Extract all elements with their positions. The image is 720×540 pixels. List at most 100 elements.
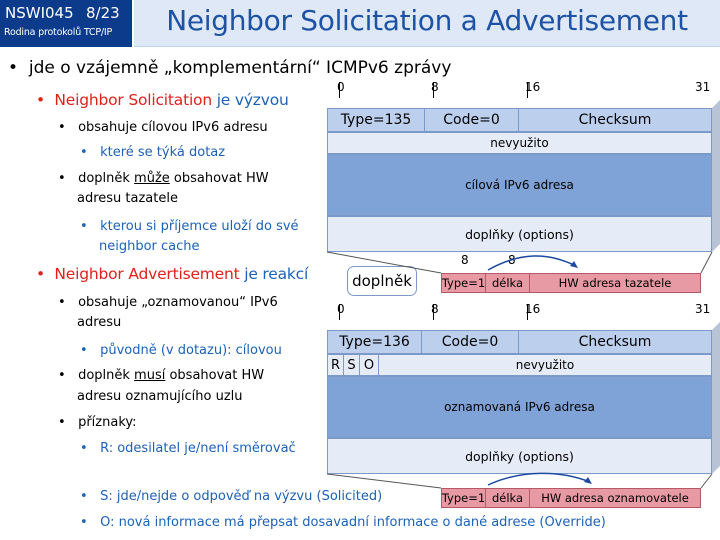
bullet-dot: •: [58, 295, 79, 310]
bit-tick: [433, 304, 434, 320]
na-item2-underlined: musí: [134, 368, 166, 383]
bullet-dot: •: [80, 489, 101, 504]
bullet-na-flag-s: • S: jde/nejde o odpověď na výzvu (Solic…: [80, 489, 382, 504]
na-item1-sub-text: původně (v dotazu): cílovou: [100, 343, 282, 358]
bullet-main-text: jde o vzájemně „komplementární“ ICMPv6 z…: [28, 58, 452, 78]
bullet-na-item2: • doplněk musí obsahovat HW: [58, 368, 264, 383]
bullet-na-item1-sub: • původně (v dotazu): cílovou: [80, 343, 282, 358]
ns-suffix: je výzvou: [211, 91, 289, 109]
ns-reserved-field: nevyužito: [490, 136, 549, 150]
ns-type-field: Type=135: [328, 109, 425, 131]
na-options-row: doplňky (options): [327, 438, 712, 474]
ns-opt-length: délka: [486, 274, 530, 292]
ns-item2-text-b: obsahovat HW: [169, 171, 269, 186]
bullet-na-flag-o: • O: nová informace má přepsat dosavadní…: [80, 515, 606, 530]
na-flag-s-text: S: jde/nejde o odpověď na výzvu (Solicit…: [100, 489, 383, 504]
bit-label-31: 31: [695, 302, 711, 316]
bullet-dot: •: [80, 145, 101, 160]
bullet-dot: •: [8, 58, 29, 78]
ns-target-row: cílová IPv6 adresa: [327, 154, 712, 216]
page-number: 8/23: [86, 4, 120, 22]
ns-title: Neighbor Solicitation: [54, 91, 212, 109]
na-option-box: Type=1 délka HW adresa oznamovatele: [441, 488, 701, 508]
bullet-dot: •: [80, 343, 101, 358]
bullet-dot: •: [58, 120, 79, 135]
na-opt-address: HW adresa oznamovatele: [541, 491, 689, 505]
bit-label-0: 0: [337, 302, 345, 316]
ns-length-arrow: [487, 255, 577, 271]
na-item1-text: obsahuje „oznamovanou“ IPv6: [78, 295, 278, 310]
ns-item1-sub-text: které se týká dotaz: [100, 145, 226, 160]
na-options-field: doplňky (options): [465, 448, 574, 464]
page-title: Neighbor Solicitation a Advertisement: [166, 4, 688, 37]
bullet-dot: •: [58, 415, 79, 430]
bit-tick: [527, 304, 528, 320]
ns-item2-text-a: doplněk: [78, 171, 135, 186]
bullet-na-flag-r: • R: odesilatel je/není směrovač: [80, 441, 296, 456]
ns-header-row: Type=135 Code=0 Checksum: [327, 108, 712, 132]
ns-option-connector: [700, 251, 713, 274]
bit-label-31: 31: [695, 80, 711, 94]
arrow-head-icon: [584, 477, 592, 484]
bullet-dot: •: [80, 219, 101, 234]
ns-target-field: cílová IPv6 adresa: [465, 178, 574, 192]
ns-packet-diagram: 0 8 16 31 Type=135 Code=0 Checksum nevyu…: [327, 80, 720, 270]
ns-opt-type: Type=1: [441, 274, 486, 292]
na-opt-length: délka: [486, 489, 530, 507]
course-subtitle: Rodina protokolů TCP/IP: [4, 27, 112, 38]
na-item1-line2: adresu: [77, 315, 122, 330]
na-checksum-field: Checksum: [578, 334, 652, 350]
option-callout: doplněk: [347, 266, 417, 296]
na-length-arrow: [487, 472, 591, 486]
na-code-field: Code=0: [422, 331, 519, 353]
bullet-dot: •: [36, 91, 55, 109]
ns-item2-sub-line2: neighbor cache: [99, 239, 200, 254]
arrow-head-icon: [570, 261, 578, 268]
na-item2-text-a: doplněk: [78, 368, 135, 383]
header-title-bar: Neighbor Solicitation a Advertisement: [134, 0, 720, 47]
bullet-dot: •: [80, 515, 101, 530]
na-type-field: Type=136: [328, 331, 422, 353]
ns-item2-line2: adresu tazatele: [77, 191, 178, 206]
na-flag-r-field: R: [328, 355, 344, 375]
bit-label-8: 8: [431, 80, 439, 94]
bullet-ns-item1-sub: • které se týká dotaz: [80, 145, 225, 160]
ns-item2-sub-text: kterou si příjemce uloží do své: [100, 219, 299, 234]
ns-opt-bit-8a: 8: [461, 253, 469, 267]
bit-label-0: 0: [337, 80, 345, 94]
bullet-dot: •: [36, 265, 55, 283]
bit-label-16: 16: [525, 80, 541, 94]
na-flag-o-text: O: nová informace má přepsat dosavadní i…: [100, 515, 606, 530]
na-option-connector: [326, 473, 442, 489]
ns-opt-address: HW adresa tazatele: [558, 276, 672, 290]
bullet-main: • jde o vzájemně „komplementární“ ICMPv6…: [8, 58, 451, 78]
bit-label-16: 16: [525, 302, 541, 316]
bit-tick: [433, 82, 434, 98]
ns-option-connector: [326, 251, 442, 274]
ns-item1-text: obsahuje cílovou IPv6 adresu: [78, 120, 268, 135]
na-packet-diagram: 0 8 16 31 Type=136 Code=0 Checksum R S O…: [327, 302, 720, 492]
na-flag-r-text: R: odesilatel je/není směrovač: [100, 441, 296, 456]
bullet-na-item3: • příznaky:: [58, 415, 137, 430]
na-item2-text-b: obsahovat HW: [165, 368, 265, 383]
bit-tick: [527, 82, 528, 98]
bullet-ns-item2-sub: • kterou si příjemce uloží do své: [80, 219, 299, 234]
ns-option-box: Type=1 délka HW adresa tazatele: [441, 273, 701, 293]
bullet-na-item1: • obsahuje „oznamovanou“ IPv6: [58, 295, 278, 310]
ns-code-field: Code=0: [425, 109, 519, 131]
course-code: NSWI045: [5, 4, 74, 22]
na-flag-s-field: S: [344, 355, 360, 375]
ns-reserved-row: nevyužito: [327, 132, 712, 154]
na-option-connector: [700, 473, 713, 489]
na-item3-text: příznaky:: [78, 415, 137, 430]
bullet-dot: •: [80, 441, 101, 456]
header-badge: NSWI045 8/23 Rodina protokolů TCP/IP: [0, 0, 132, 47]
na-target-field: oznamovaná IPv6 adresa: [444, 400, 595, 414]
bullet-ns-item1: • obsahuje cílovou IPv6 adresu: [58, 120, 268, 135]
na-target-row: oznamovaná IPv6 adresa: [327, 376, 712, 438]
bullet-dot: •: [58, 368, 79, 383]
bullet-na-title: • Neighbor Advertisement je reakcí: [36, 265, 308, 283]
na-header-row: Type=136 Code=0 Checksum: [327, 330, 712, 354]
na-suffix: je reakcí: [239, 265, 309, 283]
